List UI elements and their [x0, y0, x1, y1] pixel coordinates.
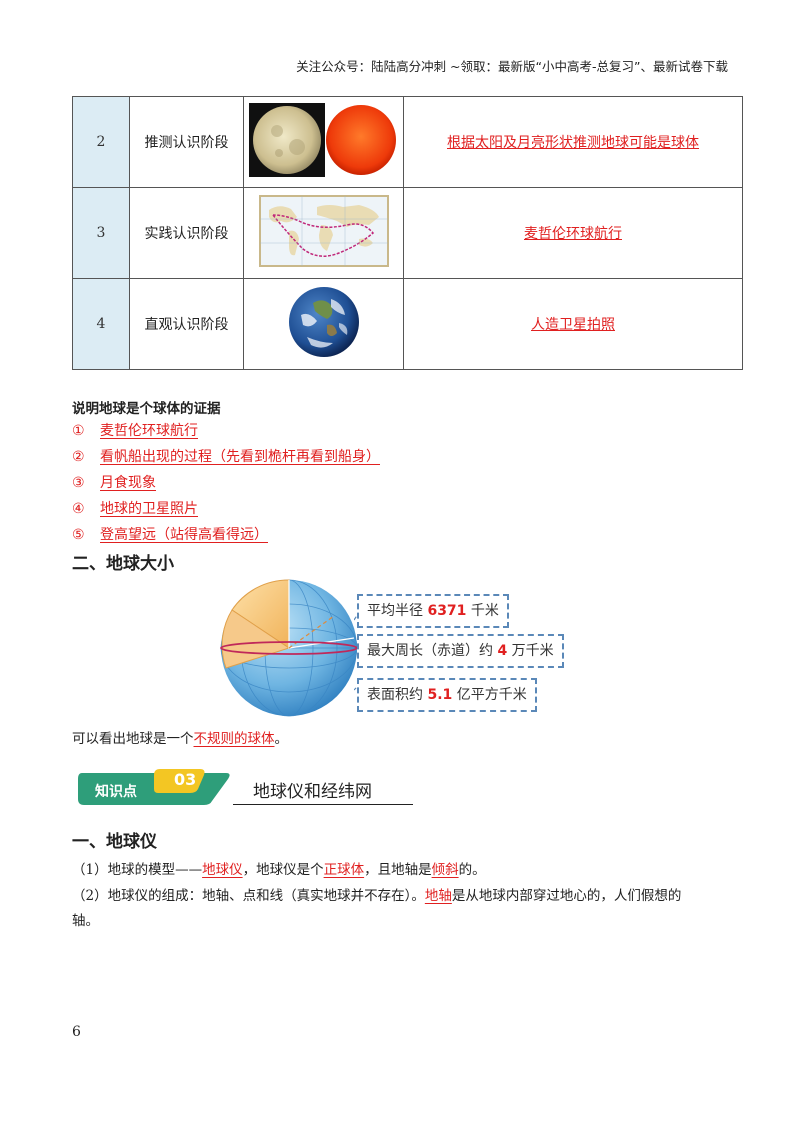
- list-item: ⑤ 登高望远（站得高看得远）: [72, 522, 380, 548]
- knowledge-point-badge: 知识点 03: [76, 767, 234, 811]
- list-marker: ②: [72, 449, 85, 465]
- row-number: 2: [72, 96, 130, 188]
- list-marker: ①: [72, 423, 85, 439]
- earth-shape-conclusion: 可以看出地球是一个不规则的球体。: [72, 731, 288, 747]
- list-item: ③ 月食现象: [72, 470, 380, 496]
- evidence-text: 月食现象: [100, 475, 156, 491]
- surface-area-label: 表面积约 5.1 亿平方千米: [357, 678, 537, 712]
- moon-sun-image: [243, 96, 404, 188]
- stage-answer: 麦哲伦环球航行: [403, 187, 743, 279]
- list-item: ② 看帆船出现的过程（先看到桅杆再看到船身）: [72, 444, 380, 470]
- earth-size-diagram: 平均半径 6371 千米 最大周长（赤道）约 4 万千米 表面积约 5.1 亿平…: [214, 578, 594, 718]
- radius-label: 平均半径 6371 千米: [357, 594, 509, 628]
- row-number: 3: [72, 187, 130, 279]
- list-marker: ⑤: [72, 527, 85, 543]
- evidence-text: 麦哲伦环球航行: [100, 423, 198, 439]
- list-marker: ③: [72, 475, 85, 491]
- earth-photo-image: [243, 278, 404, 370]
- section-heading-globe: 一、地球仪: [72, 832, 157, 852]
- evidence-heading: 说明地球是个球体的证据: [72, 401, 221, 417]
- list-marker: ④: [72, 501, 85, 517]
- stage-name: 实践认识阶段: [129, 187, 244, 279]
- list-item: ④ 地球的卫星照片: [72, 496, 380, 522]
- badge-number: 03: [174, 770, 197, 789]
- stage-answer: 人造卫星拍照: [403, 278, 743, 370]
- evidence-list: ① 麦哲伦环球航行 ② 看帆船出现的过程（先看到桅杆再看到船身） ③ 月食现象 ④ 地球…: [72, 418, 380, 548]
- list-item: ① 麦哲伦环球航行: [72, 418, 380, 444]
- stage-name: 直观认识阶段: [129, 278, 244, 370]
- table-row: 3 实践认识阶段 麦哲伦环球航行: [72, 187, 743, 279]
- globe-paragraph-2: （2）地球仪的组成：地轴、点和线（真实地球并不存在）。地轴是从地球内部穿过地心的…: [72, 888, 682, 904]
- table-row: 2 推测认识阶段 根据太阳及月亮形状推测地球可能是球体: [72, 96, 743, 188]
- stage-answer: 根据太阳及月亮形状推测地球可能是球体: [403, 96, 743, 188]
- evidence-stage-table: 2 推测认识阶段 根据太阳及月亮形状推测地球可能是球体 3 实践认识阶段: [72, 96, 743, 370]
- knowledge-point-title: 地球仪和经纬网: [233, 777, 413, 805]
- section-heading-earth-size: 二、地球大小: [72, 554, 174, 574]
- circumference-label: 最大周长（赤道）约 4 万千米: [357, 634, 564, 668]
- row-number: 4: [72, 278, 130, 370]
- table-row: 4 直观认识阶段 人造卫星拍照: [72, 278, 743, 370]
- evidence-text: 看帆船出现的过程（先看到桅杆再看到船身）: [100, 449, 380, 465]
- evidence-text: 登高望远（站得高看得远）: [100, 527, 268, 543]
- globe-paragraph-2-cont: 轴。: [72, 913, 99, 929]
- badge-label: 知识点: [95, 784, 137, 800]
- evidence-text: 地球的卫星照片: [100, 501, 198, 517]
- globe-paragraph-1: （1）地球的模型——地球仪，地球仪是个正球体，且地轴是倾斜的。: [72, 862, 486, 878]
- globe-cutaway-illustration: [220, 579, 358, 717]
- stage-name: 推测认识阶段: [129, 96, 244, 188]
- page-header: 关注公众号：陆陆高分冲刺 ~领取：最新版“小中高考-总复习”、最新试卷下载: [296, 59, 728, 74]
- page-number: 6: [72, 1024, 81, 1040]
- world-map-image: [243, 187, 404, 279]
